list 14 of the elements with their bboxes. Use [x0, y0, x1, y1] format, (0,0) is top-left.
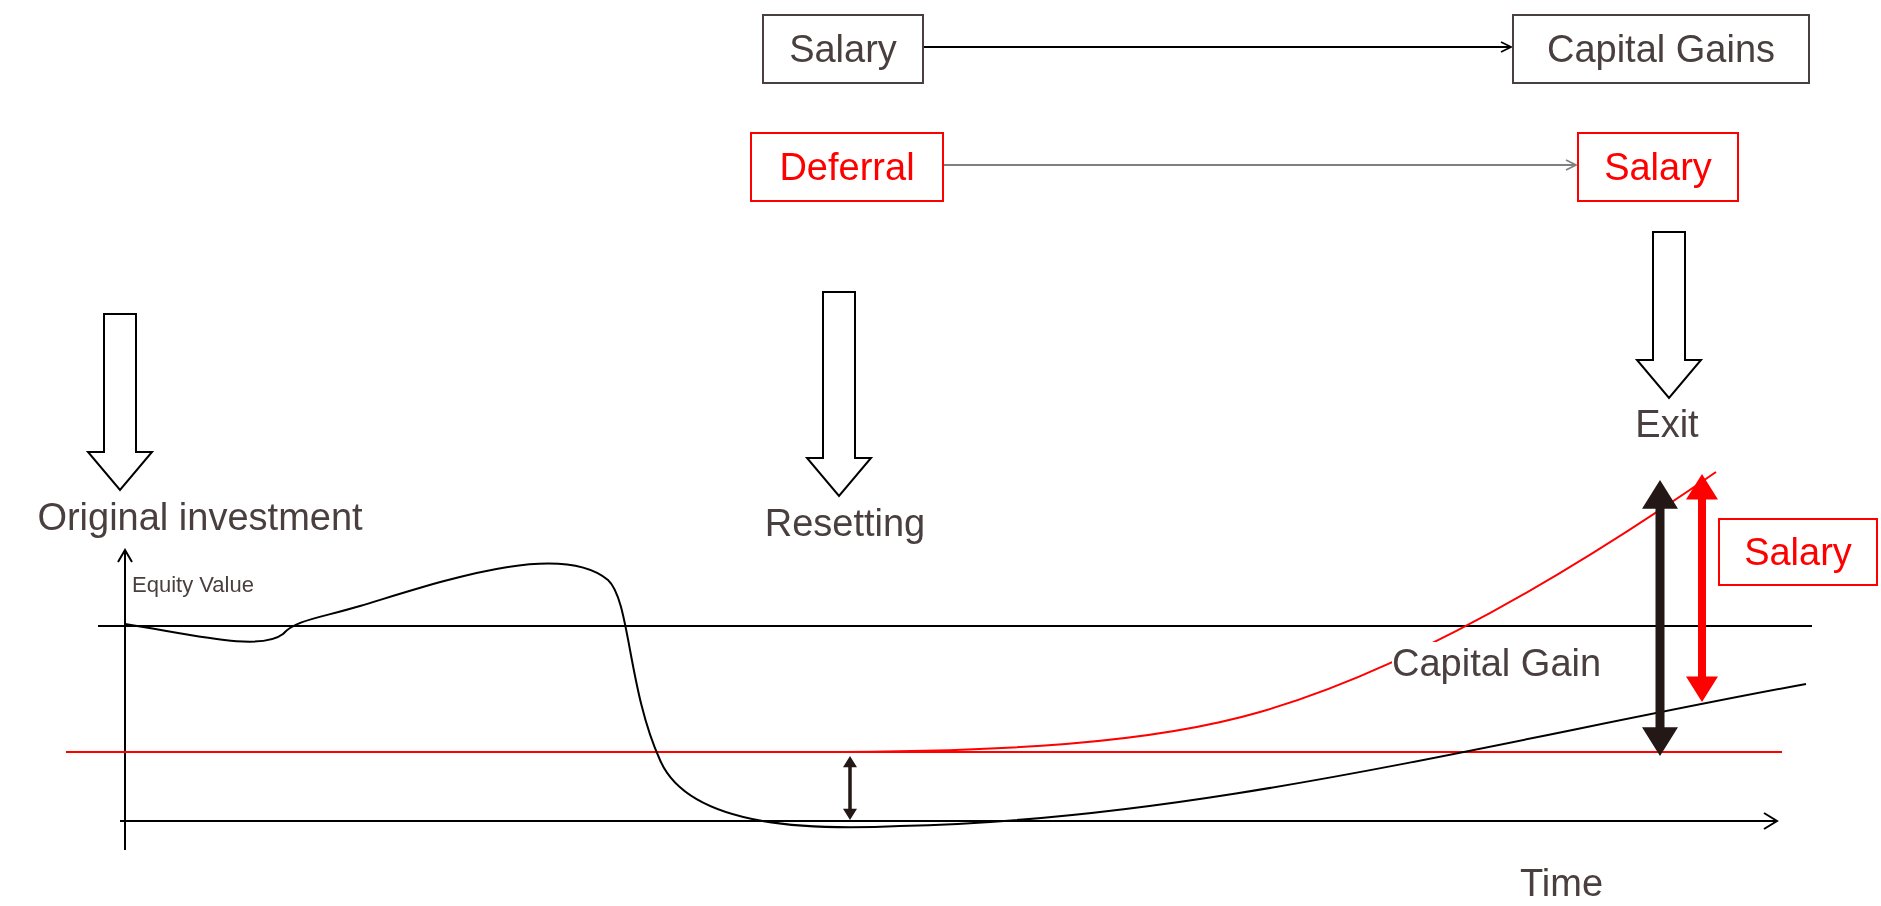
measure-label: Capital Gain — [1392, 642, 1602, 685]
event-label: Exit — [1622, 400, 1712, 448]
hollow-arrow — [1634, 231, 1704, 400]
arrow — [943, 159, 1577, 171]
hollow-arrow — [804, 291, 874, 498]
label-box: Deferral — [750, 132, 944, 202]
label-box: Salary — [1577, 132, 1739, 202]
arrow — [923, 41, 1512, 53]
label-box: Salary — [762, 14, 924, 84]
label-box: Salary — [1718, 518, 1878, 586]
event-label: Original investment — [10, 492, 390, 542]
label-box: Capital Gains — [1512, 14, 1810, 84]
hollow-arrow — [85, 313, 155, 492]
event-label: Resetting — [750, 498, 940, 548]
